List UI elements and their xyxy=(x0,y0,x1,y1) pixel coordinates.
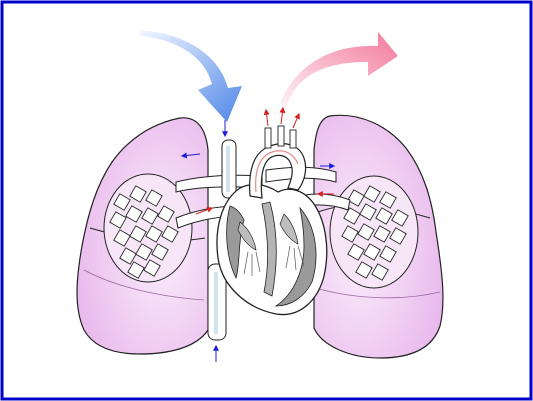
blood-inflow-arrow xyxy=(140,30,242,122)
chordae-right xyxy=(285,245,305,271)
right-lobe-line xyxy=(315,287,441,299)
septum xyxy=(261,201,277,297)
left-alveoli-grid xyxy=(109,185,179,279)
arrow-aorta-1 xyxy=(263,108,270,127)
aorta-inner-red xyxy=(255,150,299,193)
right-lung xyxy=(313,114,444,359)
aortic-arch xyxy=(249,125,307,199)
flow-arrows xyxy=(180,106,336,362)
aortic-branch-3 xyxy=(289,129,297,149)
right-atrium-valve xyxy=(237,221,257,251)
blood-outflow-arrow xyxy=(280,32,398,108)
arrow-aorta-3 xyxy=(292,112,300,129)
heart-wall-shadow-right xyxy=(274,206,317,307)
aortic-branch-1 xyxy=(264,127,272,149)
heart xyxy=(216,183,328,316)
inferior-vena-cava-tint xyxy=(214,272,218,334)
aortic-branch-2 xyxy=(277,125,285,147)
vena-cava xyxy=(207,139,237,341)
chordae-left xyxy=(243,251,261,276)
arrow-aorta-2 xyxy=(279,106,286,125)
left-lobe-line xyxy=(83,269,205,301)
right-alveoli-grid xyxy=(341,185,409,281)
superior-vena-cava-tint xyxy=(226,146,230,192)
arrow-to-left-lung xyxy=(180,152,201,159)
right-alveoli-region xyxy=(329,175,419,289)
left-lung xyxy=(76,117,209,355)
left-atrium-valve xyxy=(279,213,299,245)
arrow-from-left-lung xyxy=(195,206,214,215)
